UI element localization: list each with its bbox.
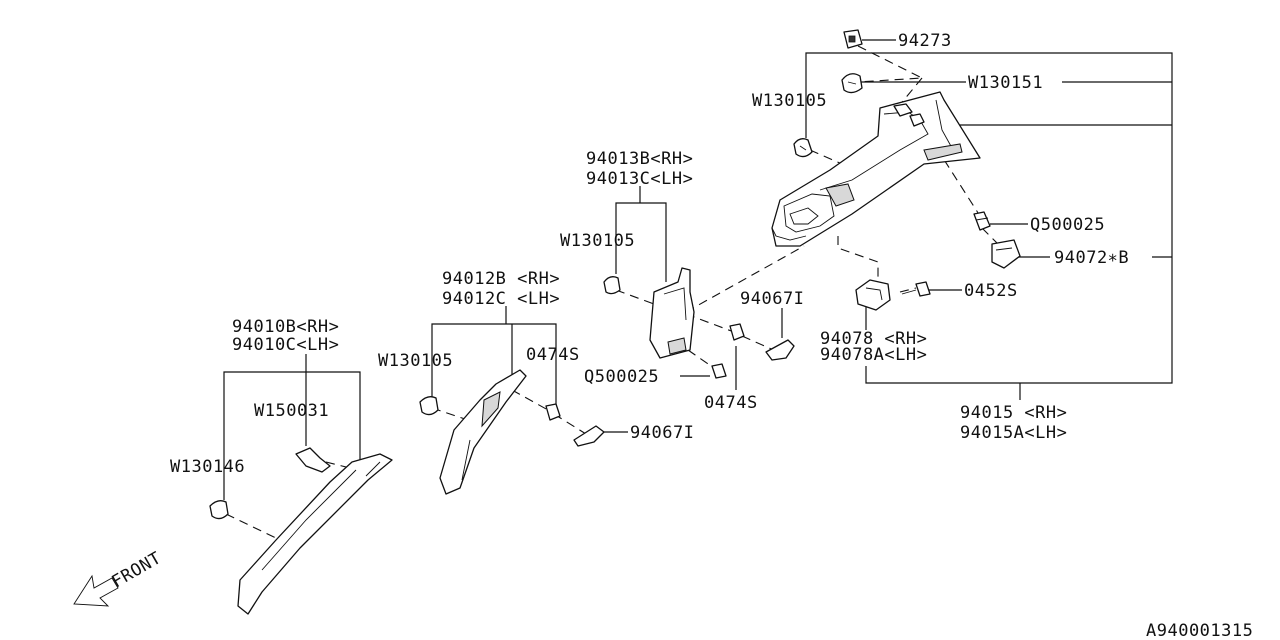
center-pillar-trim bbox=[649, 267, 695, 359]
label-94067i-left: 94067I bbox=[630, 423, 694, 443]
rear-pillar-trim bbox=[771, 91, 981, 247]
label-w130105-top: W130105 bbox=[752, 91, 827, 111]
label-94010c-lh: 94010C<LH> bbox=[232, 335, 339, 355]
label-94067i-right: 94067I bbox=[740, 289, 804, 309]
screw-q500025-right bbox=[973, 211, 991, 231]
label-0474s-left: 0474S bbox=[526, 345, 580, 365]
label-94072b: 94072∗B bbox=[1054, 248, 1129, 268]
diagram-code: A940001315 bbox=[1146, 621, 1253, 640]
cover-94067i-right bbox=[765, 339, 795, 361]
label-94012c-lh: 94012C <LH> bbox=[442, 289, 560, 309]
clip-w130105-mid bbox=[603, 276, 621, 295]
screw-q500025-mid bbox=[711, 363, 727, 379]
leader-lines bbox=[223, 39, 1173, 500]
clip-w130146 bbox=[209, 500, 229, 520]
screw-0474s-left bbox=[545, 403, 561, 421]
clip-w150031 bbox=[295, 447, 331, 473]
front-pillar-trim bbox=[237, 453, 393, 615]
label-0452s: 0452S bbox=[964, 281, 1018, 301]
front-arrow-icon: FRONT bbox=[73, 548, 165, 607]
label-94013b-rh: 94013B<RH> bbox=[586, 149, 693, 169]
label-94015a-lh: 94015A<LH> bbox=[960, 423, 1067, 443]
clip-w130105-left bbox=[419, 396, 439, 416]
label-w130146: W130146 bbox=[170, 457, 245, 477]
label-w150031: W150031 bbox=[254, 401, 329, 421]
label-94015-rh: 94015 <RH> bbox=[960, 403, 1067, 423]
label-94013c-lh: 94013C<LH> bbox=[586, 169, 693, 189]
label-94078-rh: 94078 <RH> bbox=[820, 329, 927, 349]
label-q500025-right: Q500025 bbox=[1030, 215, 1105, 235]
part-labels: 94273 W130151 W130105 Q500025 94072∗B 04… bbox=[170, 31, 1253, 640]
screw-0452s bbox=[901, 281, 931, 297]
clip-w130151 bbox=[841, 73, 863, 94]
screw-0474s-mid bbox=[729, 323, 745, 341]
label-94078a-lh: 94078A<LH> bbox=[820, 345, 927, 365]
label-w130105-left: W130105 bbox=[378, 351, 453, 371]
label-w130105-mid: W130105 bbox=[560, 231, 635, 251]
clip-94273 bbox=[843, 29, 863, 49]
label-0474s-bottom: 0474S bbox=[704, 393, 758, 413]
label-94010b-rh: 94010B<RH> bbox=[232, 317, 339, 337]
label-q500025-mid: Q500025 bbox=[584, 367, 659, 387]
front-label: FRONT bbox=[109, 548, 165, 592]
cover-94067i-left bbox=[573, 425, 605, 447]
cover-94072b bbox=[991, 239, 1021, 269]
label-94273: 94273 bbox=[898, 31, 952, 51]
label-w130151: W130151 bbox=[968, 73, 1043, 93]
lower-pillar-trim bbox=[439, 369, 527, 495]
label-94012b-rh: 94012B <RH> bbox=[442, 269, 560, 289]
clip-w130105-top bbox=[793, 138, 813, 158]
bracket-94078 bbox=[855, 279, 891, 311]
